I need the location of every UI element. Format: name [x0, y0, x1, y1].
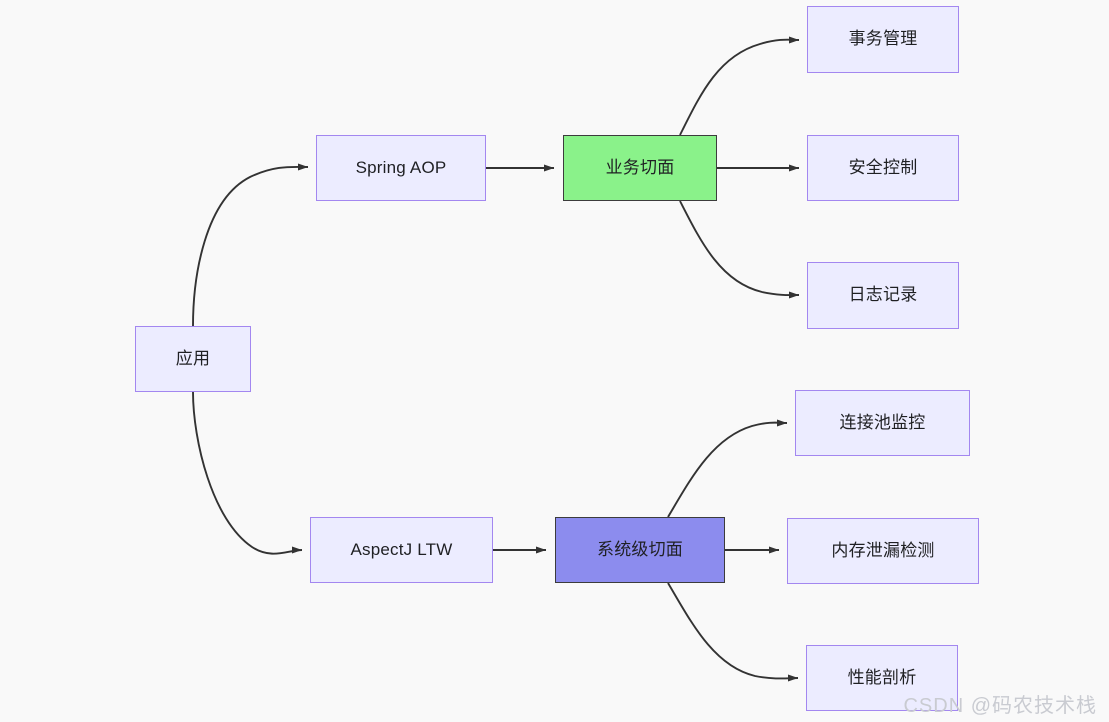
node-transaction-management[interactable]: 事务管理 — [807, 6, 959, 73]
node-spring-aop[interactable]: Spring AOP — [316, 135, 486, 201]
node-app-label: 应用 — [175, 348, 211, 368]
edge-sys-to-profiling — [667, 582, 799, 682]
node-performance-profiling-label: 性能剖析 — [847, 667, 917, 687]
node-system-aspect[interactable]: 系统级切面 — [555, 517, 725, 583]
edge-biz-to-tx — [679, 36, 800, 136]
node-memory-leak-detection[interactable]: 内存泄漏检测 — [787, 518, 979, 584]
node-performance-profiling[interactable]: 性能剖析 — [806, 645, 958, 711]
node-security-control-label: 安全控制 — [848, 157, 918, 177]
node-app[interactable]: 应用 — [135, 326, 251, 392]
node-transaction-management-label: 事务管理 — [848, 29, 918, 49]
node-security-control[interactable]: 安全控制 — [807, 135, 959, 201]
edge-biz-to-logging — [679, 200, 800, 299]
node-spring-aop-label: Spring AOP — [355, 157, 447, 177]
node-memory-leak-detection-label: 内存泄漏检测 — [831, 540, 935, 560]
node-aspectj-ltw-label: AspectJ LTW — [350, 539, 453, 559]
edge-app-to-aspectj — [192, 391, 303, 555]
node-connection-pool-monitoring-label: 连接池监控 — [839, 412, 926, 432]
node-business-aspect-label: 业务切面 — [605, 157, 675, 177]
node-logging[interactable]: 日志记录 — [807, 262, 959, 329]
edge-sys-to-pool — [667, 419, 788, 518]
node-aspectj-ltw[interactable]: AspectJ LTW — [310, 517, 493, 583]
watermark: CSDN @码农技术栈 — [903, 695, 1097, 717]
node-logging-label: 日志记录 — [848, 285, 918, 305]
node-system-aspect-label: 系统级切面 — [597, 539, 683, 559]
node-connection-pool-monitoring[interactable]: 连接池监控 — [795, 390, 970, 456]
edge-app-to-spring — [192, 163, 309, 327]
node-business-aspect[interactable]: 业务切面 — [563, 135, 717, 201]
